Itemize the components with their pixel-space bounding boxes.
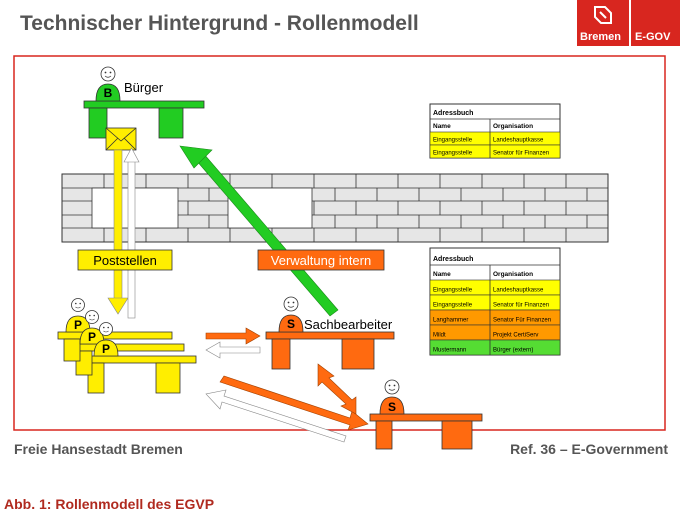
adressbuch-row: Eingangsstelle Senator für Finanzen: [429, 144, 561, 159]
footer-left-text: Freie Hansestadt Bremen: [14, 441, 183, 457]
adressbuch-header-name: Name: [433, 271, 451, 278]
sachbearbeiter-person-icon: [278, 296, 304, 333]
post-to-sb2-arrow: [219, 375, 369, 431]
figure-caption: Abb. 1: Rollenmodell des EGVP: [4, 496, 215, 512]
firewall-wall: [61, 173, 609, 243]
sachbearbeiter-desk: [265, 331, 395, 370]
post-to-sb-arrow: [205, 327, 261, 345]
post-up-arrow: [123, 147, 140, 319]
post-person-icon-1: [65, 298, 91, 333]
adressbuch-cell-name: Mildt: [433, 333, 446, 339]
buerger-label: Bürger: [124, 80, 164, 95]
adressbuch-row: Eingangsstelle Landeshauptkasse: [429, 131, 561, 146]
adressbuch-row: Mildt Projekt CertiServ: [429, 324, 561, 341]
post-letter-3: P: [102, 342, 110, 356]
bremen-key-icon: [594, 6, 612, 24]
buerger-person-icon: [95, 66, 121, 102]
post-letter-1: P: [74, 318, 82, 332]
adressbuch-cell-name: Eingangsstelle: [433, 303, 473, 309]
verwaltung-label-box: Verwaltung intern: [257, 249, 385, 271]
adressbuch-cell-name: Eingangsstelle: [433, 288, 473, 294]
adressbuch-row: Eingangsstelle Landeshauptkasse: [429, 279, 561, 296]
post-letter-2: P: [88, 330, 96, 344]
diagram-frame: [13, 55, 666, 431]
sb2-to-post-arrow: [205, 389, 347, 443]
adressbuch-cell-name: Eingangsstelle: [433, 138, 473, 144]
poststellen-label: Poststellen: [93, 253, 157, 268]
adressbuch-cell-organisation: Senator für Finanzen: [493, 151, 549, 157]
sb-sb2-double-arrow: [317, 363, 357, 415]
adressbuch-title: Adressbuch: [433, 110, 473, 117]
adressbuch-cell-organisation: Bürger (extern): [493, 348, 533, 354]
page-title: Technischer Hintergrund - Rollenmodell: [20, 12, 419, 35]
sachbearbeiter-label: Sachbearbeiter: [304, 317, 393, 332]
logo-left-block: Bremen: [577, 0, 629, 46]
post-down-arrow: [107, 149, 129, 315]
adressbuch-cell-organisation: Landeshauptkasse: [493, 288, 544, 294]
footer-right-text: Ref. 36 – E-Government: [510, 441, 668, 457]
logo-right-block: E-GOV: [631, 0, 680, 46]
envelope-icon: [105, 127, 137, 151]
sachbearbeiter2-letter: S: [388, 400, 396, 414]
adressbuch-row: Eingangsstelle Senator für Finanzen: [429, 294, 561, 311]
post-person-icon-2: [79, 310, 105, 345]
adressbuch-header-organisation: Organisation: [493, 123, 533, 130]
adressbuch-cell-name: Eingangsstelle: [433, 151, 473, 157]
post-person-icon-3: [93, 322, 119, 357]
adressbuch-header-name: Name: [433, 123, 451, 130]
logo-egov-text: E-GOV: [635, 31, 671, 43]
buerger-desk: [83, 100, 205, 139]
adressbuch-title: Adressbuch: [433, 256, 473, 263]
poststellen-label-box: Poststellen: [77, 249, 173, 271]
sachbearbeiter2-person-icon: [379, 379, 405, 415]
adressbuch-cell-name: Langhammer: [433, 318, 468, 324]
adressbuch-cell-name: Mustermann: [433, 348, 466, 354]
poststelle-desk-1: [57, 331, 173, 362]
bremen-egov-logo: Bremen E-GOV: [577, 0, 680, 46]
sachbearbeiter2-desk: [369, 413, 483, 450]
adressbuch-cell-organisation: Senator Für Finanzen: [493, 318, 551, 324]
verwaltung-intern-label: Verwaltung intern: [271, 253, 371, 268]
adressbuch-row: Mustermann Bürger (extern): [429, 339, 561, 356]
adressbuch-header-organisation: Organisation: [493, 271, 533, 278]
adressbuch-cell-organisation: Senator für Finanzen: [493, 303, 549, 309]
adressbuch-cell-organisation: Landeshauptkasse: [493, 138, 544, 144]
sachbearbeiter-letter: S: [287, 317, 295, 331]
poststelle-desk-3: [81, 355, 197, 394]
logo-bremen-text: Bremen: [580, 31, 621, 43]
sb-to-post-arrow: [205, 341, 261, 359]
buerger-letter: B: [104, 86, 113, 100]
adressbuch-cell-organisation: Projekt CertiServ: [493, 333, 538, 339]
adressbuch-row: Langhammer Senator Für Finanzen: [429, 309, 561, 326]
